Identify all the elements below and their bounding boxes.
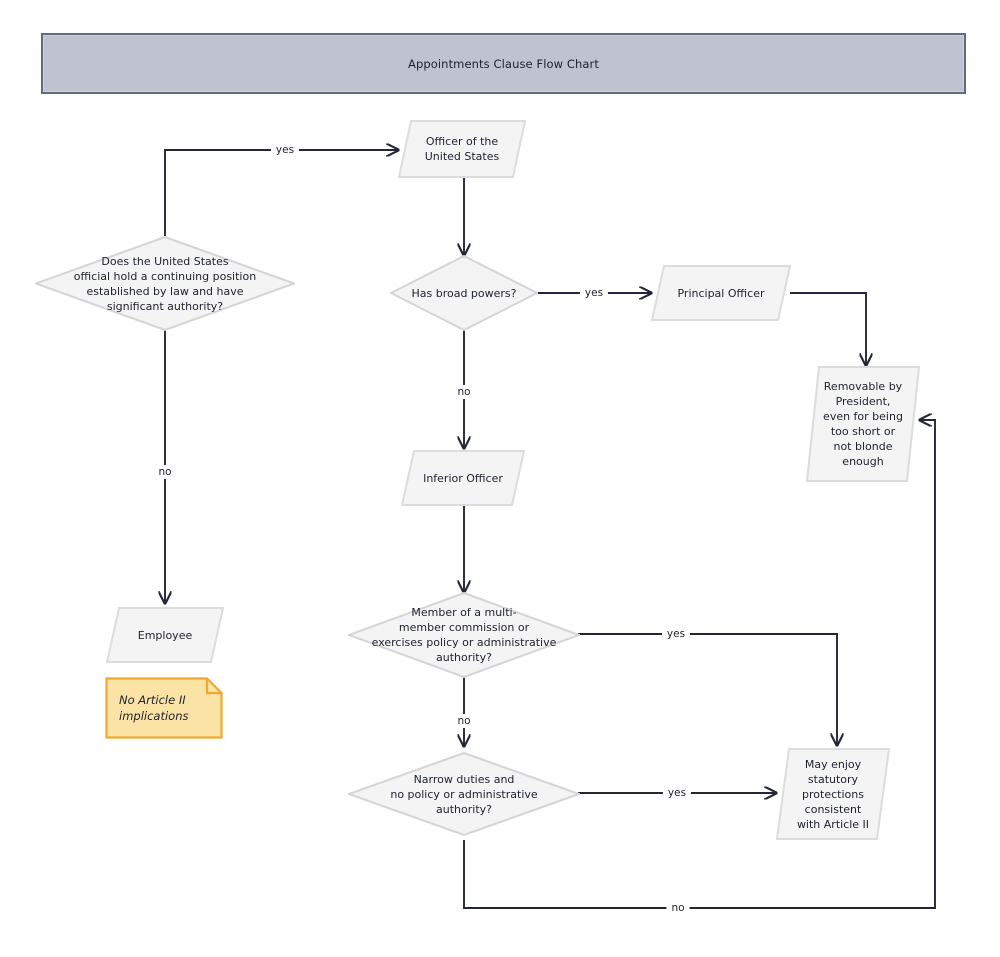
node-inferior-officer[interactable]: Inferior Officer (401, 450, 525, 506)
node-principal-officer[interactable]: Principal Officer (651, 265, 791, 321)
node-may-enjoy-statutory-protections[interactable]: May enjoy statutory protections consiste… (776, 748, 890, 840)
edge-principal-to-removable (790, 292, 866, 365)
edge-multimember-yes-mayenjoy (578, 633, 837, 745)
node-officer-of-the-united-states[interactable]: Officer of the United States (398, 120, 526, 178)
parallelogram-shape (398, 120, 526, 178)
decision-narrow-duties[interactable]: Narrow duties and no policy or administr… (348, 752, 580, 836)
diamond-shape (348, 752, 580, 836)
edge-label-no-narrow: no (452, 714, 476, 728)
note-no-article-ii-implications: No Article II implications (105, 677, 223, 739)
decision-continuing-position[interactable]: Does the United States official hold a c… (35, 236, 295, 331)
edge-label-no-employee: no (153, 465, 177, 479)
node-removable-by-president[interactable]: Removable by President, even for being t… (806, 366, 920, 482)
sticky-note-shape (105, 677, 223, 739)
edge-label-yes-officer: yes (270, 143, 300, 157)
edge-label-no-loop: no (666, 901, 690, 915)
chart-title-bar: Appointments Clause Flow Chart (41, 33, 966, 94)
parallelogram-shape (776, 748, 890, 840)
parallelogram-shape (651, 265, 791, 321)
page-title: Appointments Clause Flow Chart (407, 56, 599, 71)
parallelogram-shape (106, 607, 224, 663)
node-employee[interactable]: Employee (106, 607, 224, 663)
edge-label-yes-principal: yes (579, 286, 609, 300)
edge-narrow-no-removable (463, 420, 936, 909)
edge-label-no-inferior: no (452, 385, 476, 399)
diamond-shape (35, 236, 295, 331)
decision-has-broad-powers[interactable]: Has broad powers? (390, 255, 538, 331)
parallelogram-shape (401, 450, 525, 506)
edge-label-yes-multi: yes (661, 627, 691, 641)
decision-multi-member-commission[interactable]: Member of a multi- member commission or … (348, 592, 580, 678)
diamond-shape (348, 592, 580, 678)
parallelogram-shape (806, 366, 920, 482)
diamond-shape (390, 255, 538, 331)
edge-label-yes-narrow: yes (662, 786, 692, 800)
edge-continuing-yes-officer (164, 150, 398, 236)
